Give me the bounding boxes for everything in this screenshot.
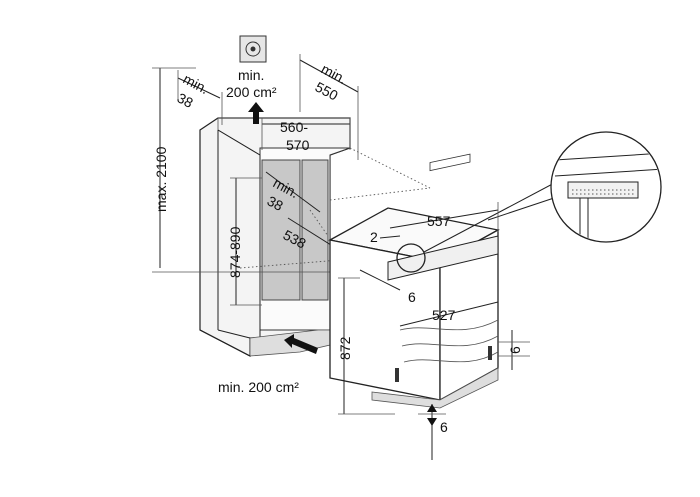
right-gap-label: 6 <box>507 346 523 354</box>
vent-top-area-label: 200 cm² <box>226 84 277 100</box>
unit-width-label: 527 <box>432 307 456 323</box>
niche-cabinet <box>199 117 351 357</box>
vent-top-min-label: min. <box>238 67 264 83</box>
top-offset-label: 2 <box>370 229 378 245</box>
bottom-gap-label: 6 <box>440 419 448 435</box>
vent-up-arrow <box>248 102 264 124</box>
max-height-label: max. 2100 <box>153 146 169 212</box>
unit-height-label: 872 <box>337 336 353 360</box>
vent-bottom-arrow <box>284 334 318 354</box>
dimension-lines <box>152 54 431 306</box>
front-gap-label: 6 <box>408 289 416 305</box>
niche-height-label: 874-890 <box>227 226 243 278</box>
unit-depth-label: 557 <box>427 213 451 229</box>
niche-width-max-label: 570 <box>286 137 310 153</box>
unit-dimension-lines <box>338 202 530 460</box>
appliance-unit <box>328 153 500 409</box>
detail-marker-circle <box>396 243 426 273</box>
side-gap-min-value: 38 <box>175 90 196 112</box>
niche-width-label: 560- <box>280 119 308 135</box>
detail-magnified-view <box>550 131 662 243</box>
vent-bottom-label: min. 200 cm² <box>218 379 299 395</box>
vent-symbol-top <box>239 35 267 63</box>
inner-gap-min-value: 38 <box>265 193 286 215</box>
bottom-gap-arrow <box>427 404 437 426</box>
